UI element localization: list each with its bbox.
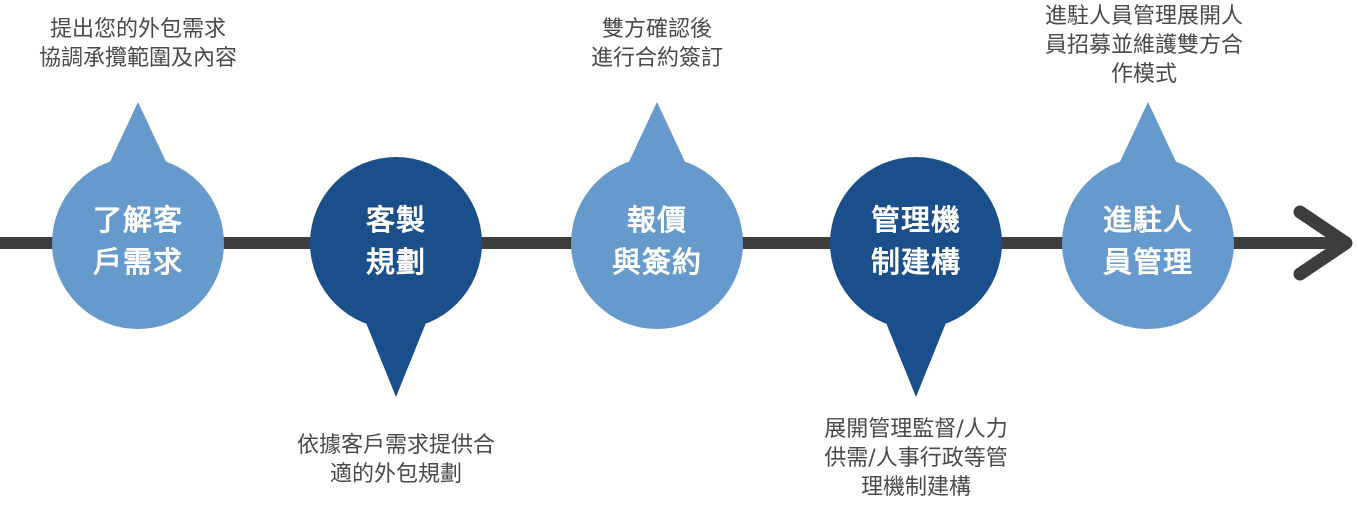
arrow-head-icon — [1293, 205, 1353, 281]
step-2-marker — [310, 157, 482, 397]
step-1-marker — [52, 102, 224, 329]
step-3-description: 雙方確認後 進行合約簽訂 — [590, 17, 723, 71]
step-3-circle — [571, 157, 743, 329]
step-3-title: 報價 與簽約 — [611, 203, 702, 279]
step-4-marker — [830, 157, 1002, 397]
step-1-description: 提出您的外包需求 協調承攬範圍及內容 — [38, 17, 237, 71]
step-5-title: 進駐人 員管理 — [1102, 203, 1193, 279]
step-2-title: 客製 規劃 — [365, 203, 426, 279]
step-2-circle — [310, 157, 482, 329]
step-1-circle — [52, 157, 224, 329]
step-5-circle — [1062, 157, 1234, 329]
step-2-description: 依據客戶需求提供合 適的外包規劃 — [296, 433, 495, 487]
step-3-marker — [571, 102, 743, 329]
step-4-circle — [830, 157, 1002, 329]
step-5-description: 進駐人員管理展開人 員招募並維護雙方合 作模式 — [1044, 4, 1243, 87]
step-4-description: 展開管理監督/人力 供需/人事行政等管 理機制建構 — [824, 417, 1008, 500]
step-5-marker — [1062, 102, 1234, 329]
step-4-title: 管理機 制建構 — [870, 203, 961, 279]
step-1-title: 了解客 戶需求 — [92, 203, 183, 279]
